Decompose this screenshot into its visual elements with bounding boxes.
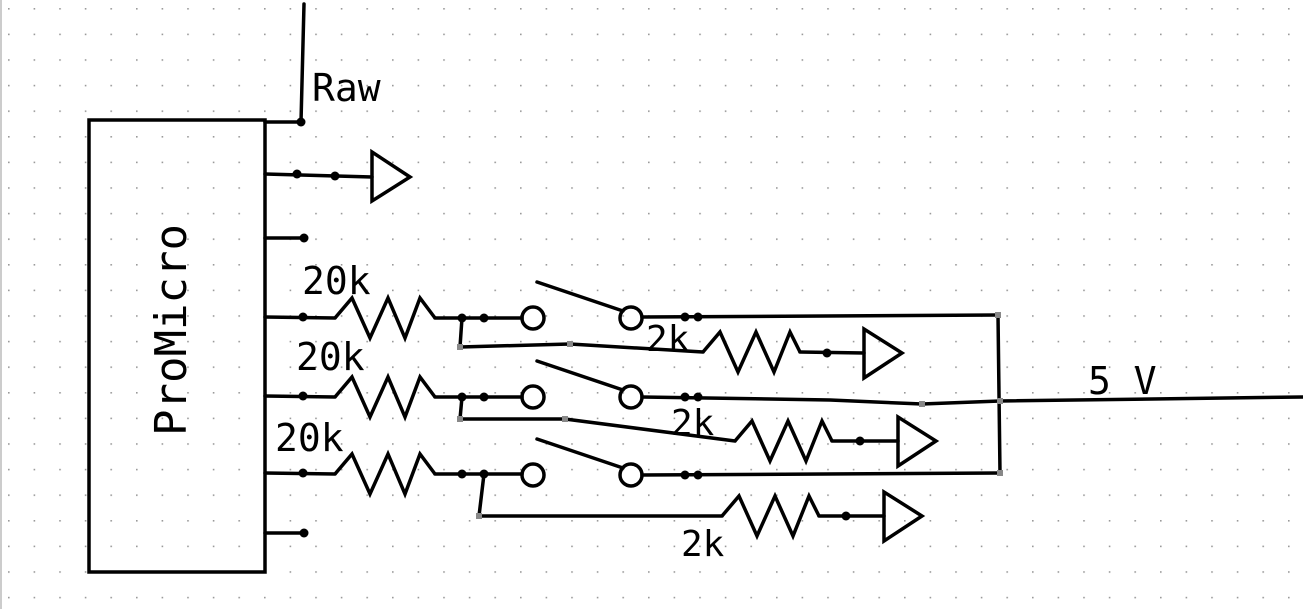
wire-vertex — [995, 312, 1001, 318]
gnd-pin-junction — [292, 169, 302, 179]
switch-2-lever[interactable] — [535, 359, 625, 392]
ground-symbol-icon — [896, 413, 940, 470]
resistor-20k-1[interactable] — [333, 293, 437, 343]
supply-junction — [693, 392, 703, 402]
wire-vertex — [562, 416, 568, 422]
resistor-20k-3-label: 20k — [275, 416, 344, 460]
wire-vertex — [919, 401, 925, 407]
switch-3-lever[interactable] — [535, 437, 625, 470]
wire-vertex — [476, 513, 482, 519]
gnd-pin-wire[interactable] — [263, 172, 374, 179]
ground-symbol-icon — [370, 148, 414, 205]
supply-line-2[interactable] — [640, 395, 1002, 406]
switch-1-lever[interactable] — [535, 280, 625, 313]
supply-5v-wire[interactable] — [998, 395, 1303, 403]
supply-junction — [693, 470, 703, 480]
wire-vertex — [997, 398, 1003, 404]
resistor-2k-2[interactable] — [733, 416, 834, 466]
switch-1-terminal-a[interactable] — [520, 305, 546, 331]
wire-vertex — [457, 416, 463, 422]
pulldown-junction — [855, 436, 865, 446]
supply-bus[interactable] — [996, 313, 1002, 475]
wire-vertex — [457, 344, 463, 350]
ground-symbol-icon — [882, 488, 926, 545]
promicro-module[interactable] — [87, 118, 267, 574]
supply-junction — [680, 470, 690, 480]
resistor-20k-1-label: 20k — [302, 259, 371, 303]
resistor-2k-3-label: 2k — [681, 524, 725, 565]
supply-junction — [680, 312, 690, 322]
resistor-20k-2-label: 20k — [296, 335, 365, 379]
promicro-label: ProMicro — [146, 224, 197, 436]
pin-junction — [298, 312, 308, 322]
wire-vertex — [567, 341, 573, 347]
switch-junction — [479, 392, 489, 402]
unused-pin-junction — [299, 233, 309, 243]
switch-junction — [457, 469, 467, 479]
pin-junction — [298, 468, 308, 478]
supply-junction — [680, 392, 690, 402]
pulldown-ground-wire-1[interactable] — [798, 350, 866, 355]
pulldown-wire-1[interactable] — [458, 316, 705, 354]
switch-3-terminal-a[interactable] — [520, 462, 546, 488]
pulldown-junction — [822, 348, 832, 358]
ground-symbol-icon — [862, 325, 906, 382]
gnd-pin-junction — [330, 171, 340, 181]
resistor-2k-1-label: 2k — [646, 319, 690, 360]
unused-pin-junction — [299, 528, 309, 538]
resistor-20k-3[interactable] — [333, 449, 437, 499]
resistor-2k-1[interactable] — [701, 327, 802, 377]
resistor-2k-2-label: 2k — [671, 403, 715, 444]
switch-junction — [479, 313, 489, 323]
supply-junction — [693, 312, 703, 322]
resistor-20k-2[interactable] — [333, 372, 437, 422]
pin-junction — [298, 391, 308, 401]
wire-vertex — [997, 470, 1003, 476]
raw-label: Raw — [312, 66, 381, 110]
raw-junction — [296, 117, 306, 127]
pulldown-wire-2[interactable] — [458, 395, 737, 443]
supply-5v-label: 5 V — [1088, 359, 1157, 403]
switch-2-terminal-a[interactable] — [520, 384, 546, 410]
resistor-2k-3[interactable] — [720, 491, 821, 541]
pulldown-junction — [841, 511, 851, 521]
